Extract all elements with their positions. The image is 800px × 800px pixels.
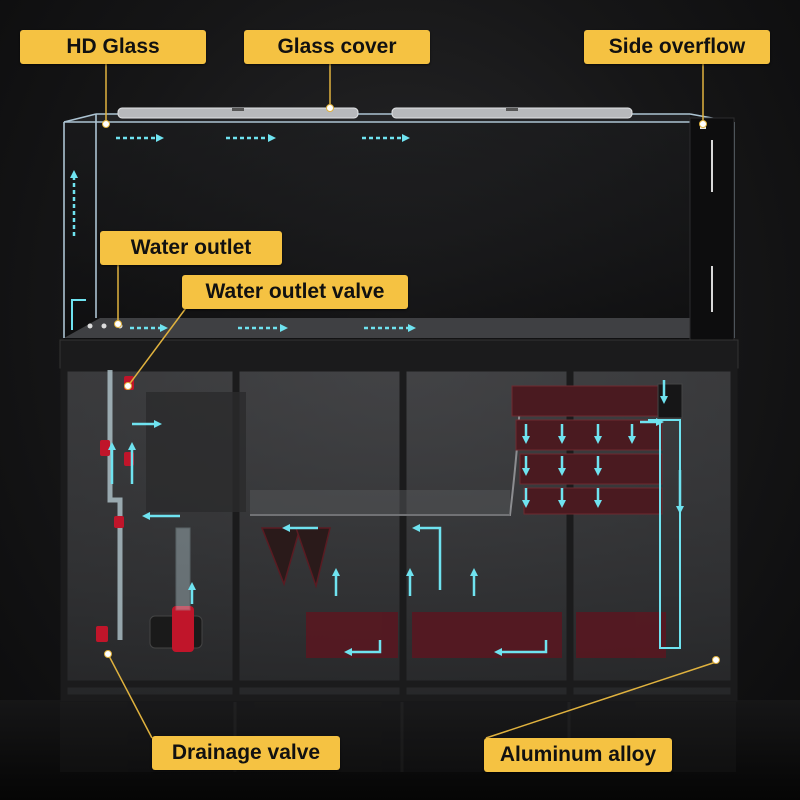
pump-housing [172, 606, 194, 652]
overflow-pipe [657, 383, 683, 419]
riser-pipe [175, 527, 191, 611]
refugium-drawers [511, 385, 663, 515]
skimmer-block [146, 392, 246, 512]
callout-dots [102, 104, 720, 664]
filter-tray [250, 490, 510, 516]
drain-pipe [648, 419, 681, 649]
tank-flow-arrows [69, 133, 417, 333]
label-drainage-valve: Drainage valve [152, 736, 340, 770]
return-pipe [71, 299, 86, 330]
label-hd-glass: HD Glass [20, 30, 206, 64]
flow-arrow [343, 640, 382, 657]
label-water-outlet-valve: Water outlet valve [182, 275, 408, 309]
cabinet-top [59, 339, 739, 369]
flow-arrow [411, 523, 442, 590]
flow-arrow [493, 640, 548, 657]
sump-cabinet [60, 364, 738, 702]
label-glass-cover: Glass cover [244, 30, 430, 64]
callout-leaders [105, 62, 717, 739]
label-water-outlet: Water outlet [100, 231, 282, 265]
sump-flow-arrows [107, 380, 685, 657]
return-line [107, 370, 123, 640]
drainage-valve-icon [96, 626, 108, 642]
aluminum-frame [60, 364, 738, 702]
label-side-overflow: Side overflow [584, 30, 770, 64]
label-aluminum-alloy: Aluminum alloy [484, 738, 672, 772]
filter-sock [260, 527, 301, 587]
